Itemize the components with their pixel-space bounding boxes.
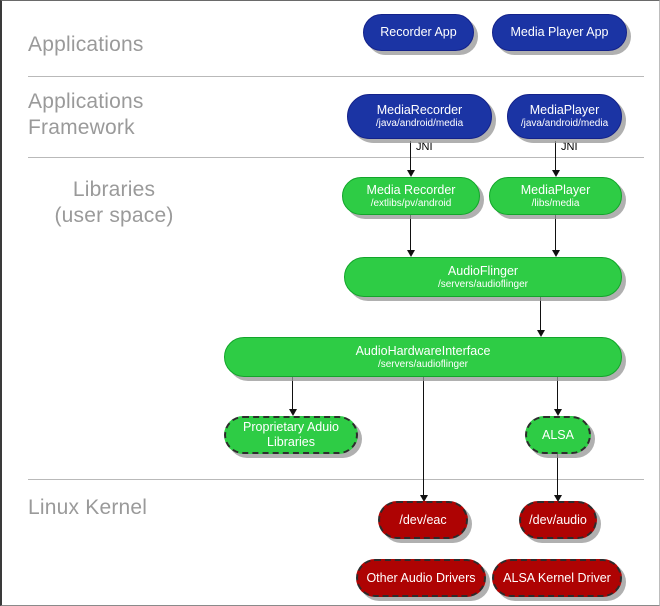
connector-ahi-to-alsa — [557, 376, 558, 412]
node-dev-audio[interactable]: /dev/audio — [519, 501, 597, 539]
node-audiohardwareinterface-path: /servers/audioflinger — [377, 358, 469, 370]
arrowhead-audiohardwareinterface — [537, 330, 545, 337]
node-media-player-app-title: Media Player App — [510, 25, 609, 39]
node-recorder-app[interactable]: Recorder App — [363, 14, 474, 51]
node-media-player-app[interactable]: Media Player App — [492, 14, 627, 51]
node-proprietary-audio-libs[interactable]: Proprietary Aduio Libraries — [224, 416, 358, 454]
divider-libraries-bottom — [28, 479, 644, 480]
connector-media-recorder-lib-to-audioflinger — [410, 213, 411, 253]
node-mediaplayer-lib-title: MediaPlayer — [520, 182, 591, 197]
node-audiohardwareinterface[interactable]: AudioHardwareInterface /servers/audiofli… — [224, 337, 622, 377]
node-proprietary-audio-libs-title: Proprietary Aduio Libraries — [243, 420, 339, 449]
connector-mediarecorder-to-media-recorder-lib — [410, 141, 411, 173]
connector-mediaplayer-lib-to-audioflinger — [555, 213, 556, 253]
arrowhead-audioflinger-left — [407, 250, 415, 257]
node-dev-audio-title: /dev/audio — [529, 512, 587, 527]
node-other-audio-drivers-title: Other Audio Drivers — [366, 570, 476, 585]
node-alsa[interactable]: ALSA — [525, 416, 591, 454]
node-mediarecorder-framework-title: MediaRecorder — [376, 103, 463, 117]
arrowhead-alsa — [554, 409, 562, 416]
layer-label-linux-kernel: Linux Kernel — [28, 496, 148, 519]
node-mediarecorder-framework-path: /java/android/media — [375, 118, 464, 129]
node-audioflinger[interactable]: AudioFlinger /servers/audioflinger — [344, 257, 622, 297]
node-media-recorder-lib-title: Media Recorder — [366, 182, 456, 197]
node-audioflinger-title: AudioFlinger — [447, 263, 519, 278]
arrowhead-audioflinger-right — [552, 250, 560, 257]
node-media-recorder-lib[interactable]: Media Recorder /extlibs/pv/android — [342, 177, 480, 215]
node-mediaplayer-lib[interactable]: MediaPlayer /libs/media — [489, 177, 622, 215]
node-mediaplayer-framework-title: MediaPlayer — [529, 103, 600, 117]
connector-audioflinger-to-audiohardwareinterface — [540, 297, 541, 333]
divider-framework-bottom — [28, 157, 644, 158]
connector-ahi-to-proprietary-libs — [292, 376, 293, 412]
node-mediaplayer-framework-path: /java/android/media — [520, 118, 609, 129]
node-audioflinger-path: /servers/audioflinger — [437, 278, 529, 290]
connector-ahi-to-dev-eac — [423, 376, 424, 499]
layer-label-applications-framework: Applications Framework — [28, 90, 144, 139]
layer-label-libraries: Libraries (user space) — [54, 178, 174, 227]
node-mediaplayer-framework[interactable]: MediaPlayer /java/android/media — [507, 94, 622, 139]
layer-label-applications: Applications — [28, 33, 144, 56]
arrowhead-mediaplayer-lib — [552, 170, 560, 177]
node-recorder-app-title: Recorder App — [380, 25, 457, 39]
node-mediaplayer-lib-path: /libs/media — [531, 197, 580, 209]
node-other-audio-drivers[interactable]: Other Audio Drivers — [356, 559, 486, 597]
node-dev-eac-title: /dev/eac — [399, 512, 447, 527]
node-audiohardwareinterface-title: AudioHardwareInterface — [355, 343, 491, 358]
node-mediarecorder-framework[interactable]: MediaRecorder /java/android/media — [347, 94, 492, 139]
divider-applications-bottom — [28, 76, 644, 77]
node-alsa-kernel-driver-title: ALSA Kernel Driver — [503, 570, 611, 585]
edge-label-jni-recorder: JNI — [416, 141, 433, 153]
arrowhead-dev-audio — [554, 495, 562, 502]
node-dev-eac[interactable]: /dev/eac — [378, 501, 468, 539]
edge-label-jni-player: JNI — [561, 141, 578, 153]
node-alsa-kernel-driver[interactable]: ALSA Kernel Driver — [492, 559, 622, 597]
connector-alsa-to-dev-audio — [557, 453, 558, 499]
arrowhead-dev-eac — [420, 495, 428, 502]
node-media-recorder-lib-path: /extlibs/pv/android — [370, 197, 452, 209]
connector-mediaplayer-to-mediaplayer-lib — [555, 141, 556, 173]
arrowhead-media-recorder-lib — [407, 170, 415, 177]
node-alsa-title: ALSA — [542, 427, 574, 442]
arrowhead-proprietary-libs — [289, 409, 297, 416]
